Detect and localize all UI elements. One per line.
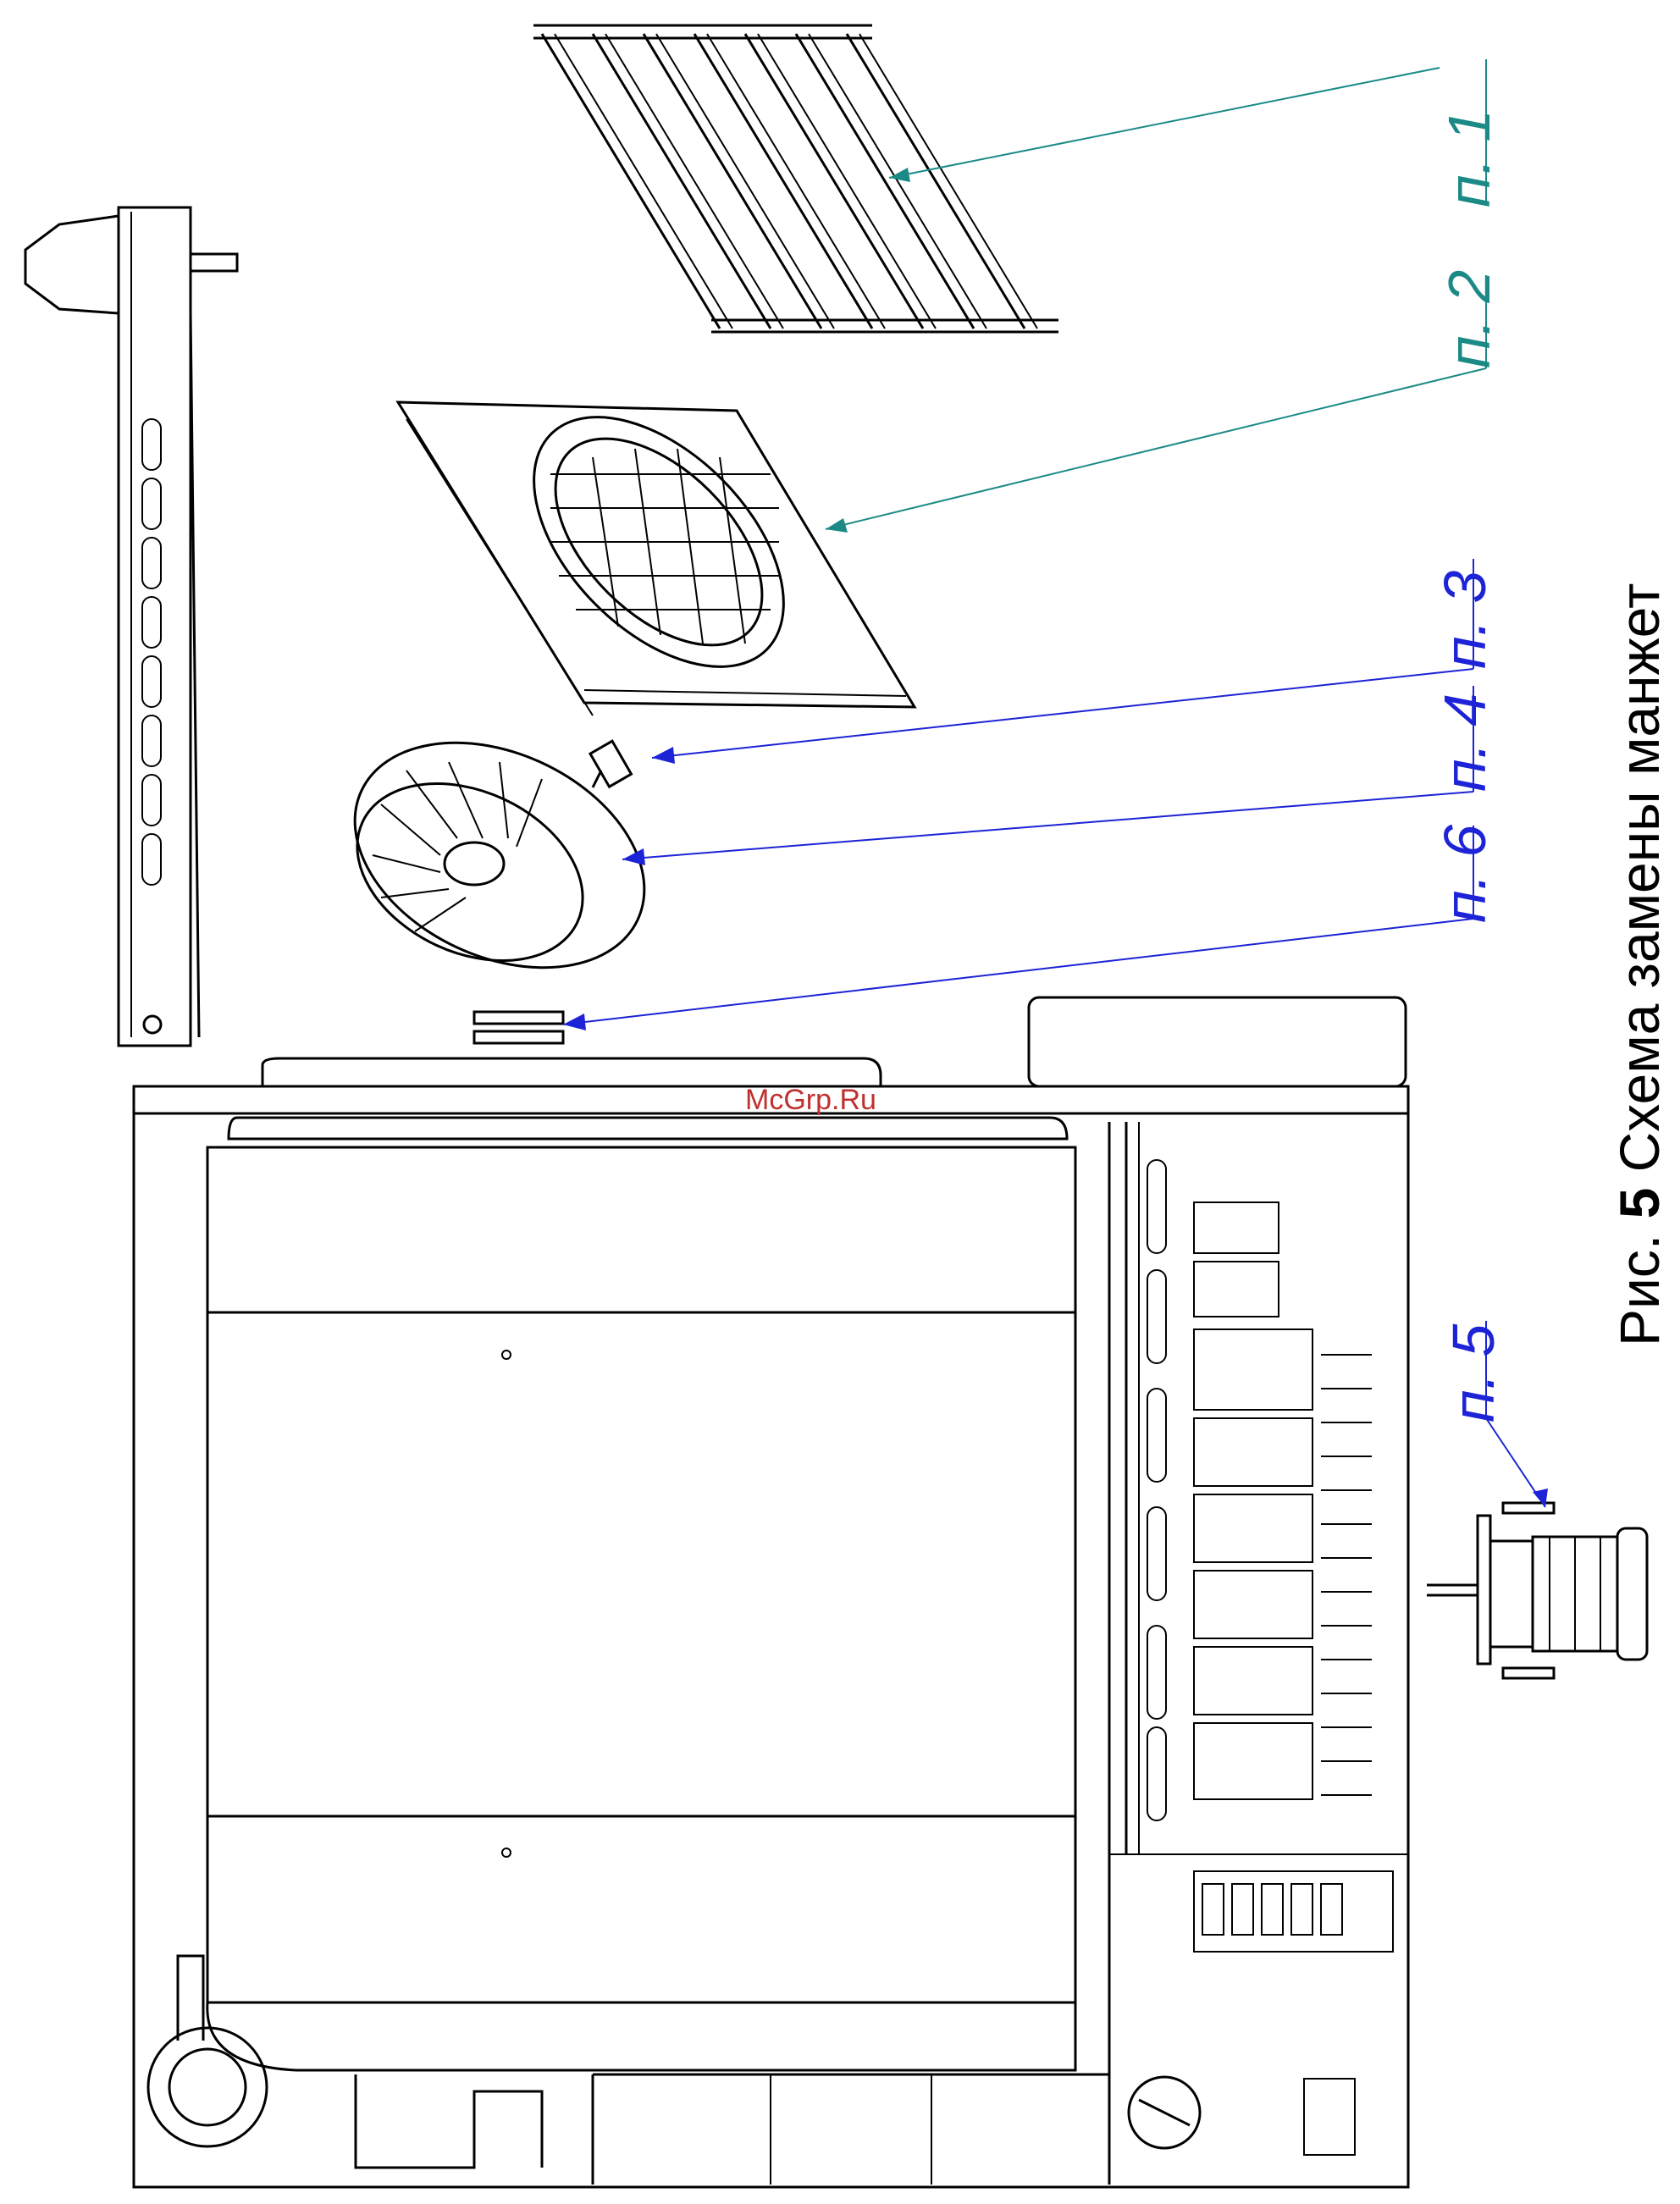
screw-part	[590, 741, 631, 787]
watermark-text: McGrp.Ru	[745, 1084, 876, 1117]
motor-part	[1427, 1503, 1647, 1678]
callout-label-3: п. 3	[1431, 571, 1499, 669]
filter-panel-part	[398, 371, 915, 715]
callout-label-4: п. 4	[1431, 693, 1499, 792]
cuff-seals-part	[474, 1012, 563, 1043]
appliance-body	[134, 997, 1408, 2187]
callout-label-1: п. 1	[1435, 109, 1503, 207]
figure-caption: Рис. 5 Схема замены манжет	[1607, 583, 1672, 1346]
caption-prefix: Рис.	[1608, 1235, 1671, 1346]
callout-label-6: п. 6	[1431, 825, 1499, 923]
fan-impeller-part	[318, 699, 681, 1012]
caption-number: 5	[1608, 1188, 1671, 1219]
opened-door-panel	[25, 207, 237, 1046]
callout-label-2: п. 2	[1435, 270, 1503, 368]
callout-label-5: п. 5	[1440, 1324, 1507, 1422]
leader-lines	[563, 59, 1548, 1507]
grill-rack-part	[533, 25, 1058, 332]
caption-text: Схема замены манжет	[1608, 583, 1671, 1173]
